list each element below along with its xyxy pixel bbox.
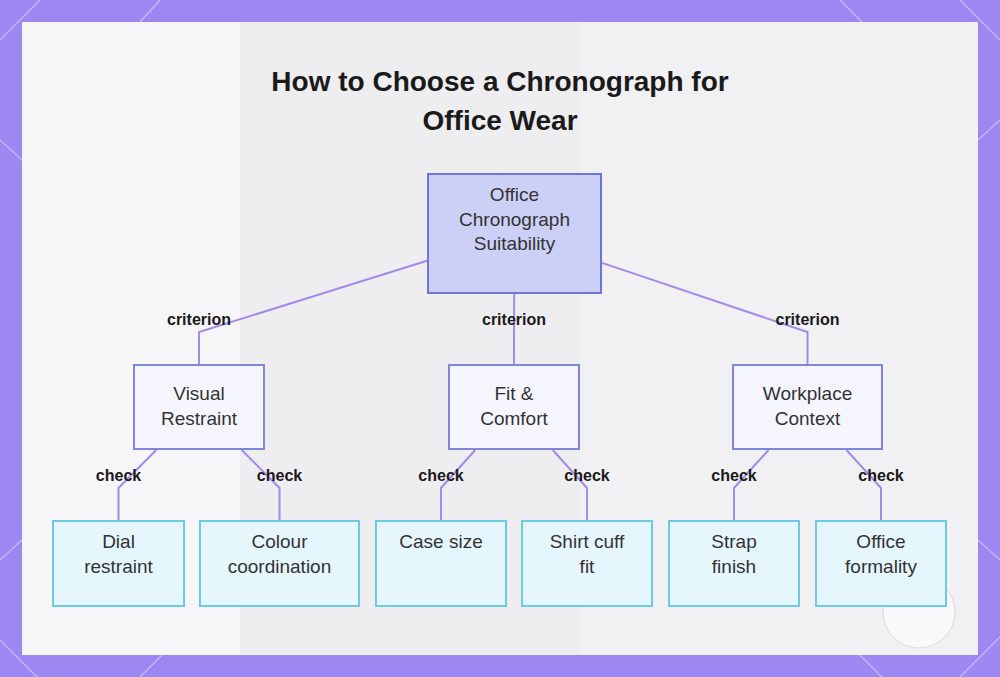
node-text: Shirt cuff fit	[541, 530, 633, 579]
edge-label: check	[257, 467, 302, 485]
tree-connector	[119, 450, 157, 520]
tree-connector	[242, 450, 280, 520]
criterion-box: Workplace Context	[732, 364, 883, 450]
check-box: Strap finish	[668, 520, 800, 607]
root-box: Office Chronograph Suitability	[427, 173, 602, 294]
node-text: Visual Restraint	[153, 382, 245, 431]
tree-connector	[553, 450, 587, 520]
check-box: Office formality	[815, 520, 947, 607]
edge-label: check	[858, 467, 903, 485]
edge-label: check	[96, 467, 141, 485]
edge-label: check	[711, 467, 756, 485]
node-text: Colour coordination	[219, 530, 340, 579]
tree-connector	[734, 450, 768, 520]
tree-connector	[513, 294, 515, 364]
node-text: Office Chronograph Suitability	[447, 183, 582, 257]
card-background	[22, 22, 978, 655]
tree-connector	[199, 261, 427, 364]
corner-line	[978, 120, 1000, 140]
edge-label: criterion	[775, 311, 839, 329]
node-text: Case size	[399, 530, 482, 555]
edge-label: criterion	[482, 311, 546, 329]
corner-line	[140, 0, 160, 22]
criterion-box: Fit & Comfort	[448, 364, 580, 450]
node-text: Workplace Context	[752, 382, 863, 431]
corner-line	[840, 0, 862, 22]
check-box: Colour coordination	[199, 520, 360, 607]
check-box: Shirt cuff fit	[521, 520, 653, 607]
tree-connector	[441, 450, 475, 520]
check-box: Case size	[375, 520, 507, 607]
node-text: Fit & Comfort	[468, 382, 560, 431]
node-text: Office formality	[835, 530, 927, 579]
corner-line	[140, 655, 162, 677]
edge-label: criterion	[167, 311, 231, 329]
diagram-title: How to Choose a Chronograph for Office W…	[230, 62, 770, 140]
corner-line	[0, 140, 22, 160]
node-text: Strap finish	[688, 530, 780, 579]
edge-label: check	[564, 467, 609, 485]
criterion-box: Visual Restraint	[133, 364, 265, 450]
corner-line	[860, 655, 882, 677]
check-box: Dial restraint	[52, 520, 185, 607]
corner-line	[978, 540, 1000, 560]
tree-connector	[847, 450, 881, 520]
node-text: Dial restraint	[72, 530, 165, 579]
corner-line	[0, 540, 22, 560]
edge-label: check	[418, 467, 463, 485]
